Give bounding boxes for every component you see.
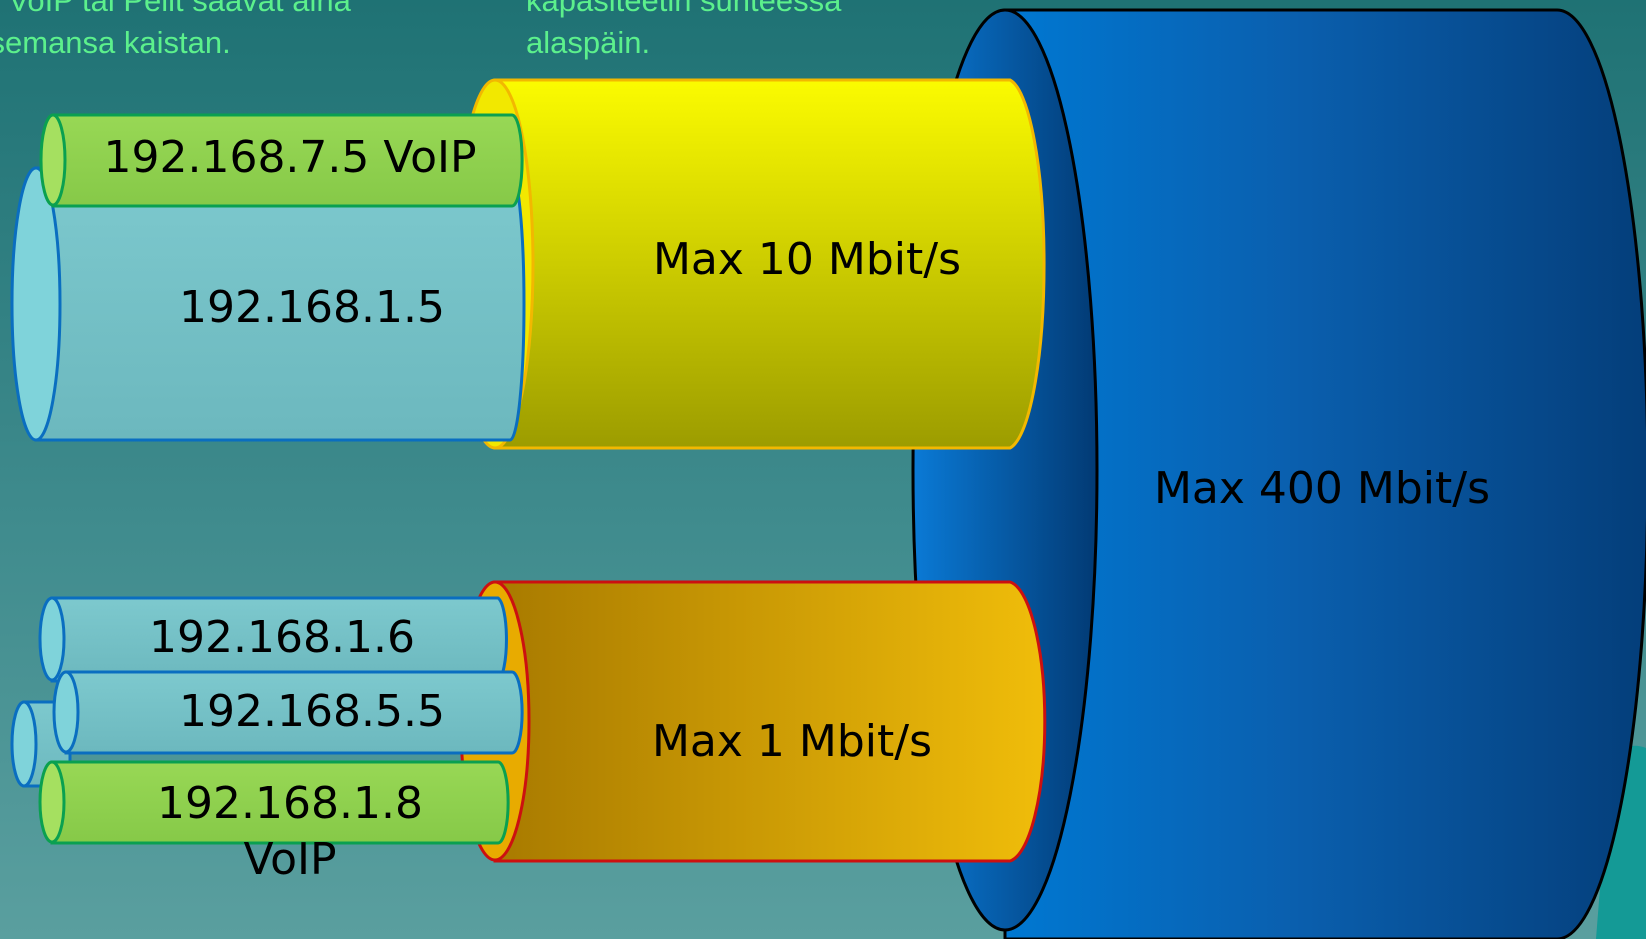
- host-pipe-192-168-1-8-voip: 192.168.1.8 VoIP: [38, 760, 510, 885]
- note-left: n. VoIP tai Pelit saavat aina itsemansa …: [0, 0, 351, 64]
- pipe-10-label: Max 10 Mbit/s: [653, 234, 961, 285]
- note-right-line-1: kapasiteetin suhteessa: [526, 0, 842, 18]
- host-192-168-1-8-voip-label: VoIP: [243, 834, 336, 885]
- host-pipe-192-168-1-5: 192.168.1.5: [10, 166, 526, 442]
- host-pipe-192-168-7-5-voip: 192.168.7.5 VoIP: [39, 113, 524, 208]
- host-192-168-7-5-voip-label: 192.168.7.5 VoIP: [103, 132, 476, 183]
- host-192-168-1-8-label: 192.168.1.8: [157, 778, 423, 829]
- pipe-400-label: Max 400 Mbit/s: [1154, 463, 1490, 514]
- note-left-line-2: itsemansa kaistan.: [0, 25, 231, 60]
- pipe-1-label: Max 1 Mbit/s: [652, 716, 932, 767]
- note-right: kapasiteetin suhteessa alaspäin.: [526, 0, 841, 64]
- host-192-168-1-5-label: 192.168.1.5: [179, 282, 445, 333]
- host-pipe-192-168-5-5: 192.168.5.5: [52, 670, 524, 755]
- note-right-line-2: alaspäin.: [526, 25, 651, 60]
- host-192-168-5-5-label: 192.168.5.5: [179, 686, 445, 737]
- host-pipe-192-168-1-6: 192.168.1.6: [38, 596, 508, 683]
- host-192-168-1-6-label: 192.168.1.6: [149, 612, 415, 663]
- pipe-10: Max 10 Mbit/s: [455, 78, 1046, 450]
- pipe-1: Max 1 Mbit/s: [459, 580, 1047, 863]
- note-left-line-1: n. VoIP tai Pelit saavat aina: [0, 0, 351, 18]
